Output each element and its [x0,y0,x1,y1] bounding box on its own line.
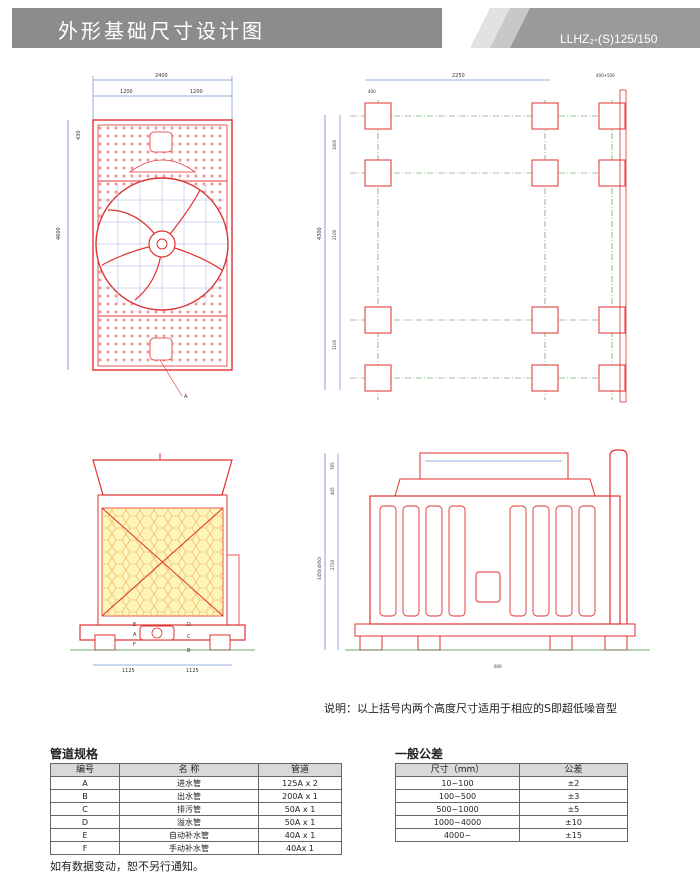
cell-size: 500~1000 [395,802,520,816]
cell-name: 排污管 [119,802,259,816]
tolerance-table: 尺寸（mm） 公差 10~100 ±2 100~500 ±3 500~1000 … [395,763,628,842]
cell-tolerance: ±2 [519,776,628,790]
dim-1000: 1000 [332,139,337,150]
foundation-drawing: 2400 1200 1200 4600 430 [56,73,650,674]
table-row: B 出水管 200A x 1 [50,789,342,803]
dim-4300: 4300 [317,227,323,240]
table-row: 100~500 ±3 [395,789,628,803]
header-bar [12,8,442,48]
foundation-plan: 2250 400 400+500 1000 4300 2100 1100 [317,73,627,403]
table-row: A 进水管 125A x 2 [50,776,342,790]
cell-size: 100~500 [395,789,520,803]
cell-pipe: 40A x 1 [258,828,342,842]
cell-size: 4000~ [395,828,520,842]
cell-pipe: 200A x 1 [258,789,342,803]
pipe-spec-title: 管道规格 [50,747,99,761]
dim-1100: 1100 [332,339,337,350]
side-view: 1125 1125 E A F D C B [70,453,255,674]
cell-id: B [50,789,120,803]
dim-765: 765 [330,462,335,470]
dim-4600: 4600 [56,227,62,240]
table-row: 4000~ ±15 [395,828,628,842]
table-header-row: 尺寸（mm） 公差 [395,763,628,777]
table-row: C 排污管 50A x 1 [50,802,342,816]
cell-id: E [50,828,120,842]
cell-tolerance: ±3 [519,789,628,803]
tolerance-title: 一般公差 [395,747,444,761]
col-tolerance: 公差 [519,763,628,777]
table-header-row: 编号 名 称 管道 [50,763,342,777]
label-a: A [184,394,188,400]
dim-430: 430 [76,130,82,140]
cell-size: 10~100 [395,776,520,790]
cell-id: F [50,841,120,855]
dim-2250: 2250 [452,73,465,79]
dim-1125-right: 1125 [186,668,199,674]
dim-600: 600 [494,664,502,669]
page-title: 外形基础尺寸设计图 [58,19,265,43]
drawing-note: 说明：以上括号内两个高度尺寸适用于相应的S即超低噪音型 [324,702,617,715]
dim-2100: 2100 [332,229,337,240]
dim-1200-right: 1200 [190,89,203,95]
table-row: E 自动补水管 40A x 1 [50,828,342,842]
cell-pipe: 50A x 1 [258,802,342,816]
table-row: 1000~4000 ±10 [395,815,628,829]
model-strip [470,8,700,48]
table-row: 10~100 ±2 [395,776,628,790]
cell-tolerance: ±15 [519,828,628,842]
table-row: F 手动补水管 40Ax 1 [50,841,342,855]
cell-id: D [50,815,120,829]
label-c: C [187,634,191,640]
dim-400: 400 [368,89,376,94]
cell-id: C [50,802,120,816]
table-row: D 溢水管 50A x 1 [50,815,342,829]
label-f: F [133,642,136,648]
dim-2720: 2720 [330,559,335,570]
dim-3450-4950: 3450(4950) [317,556,322,580]
label-b: B [187,648,191,654]
dim-400-500: 400+500 [596,73,615,78]
cell-name: 出水管 [119,789,259,803]
dim-1200-left: 1200 [120,89,133,95]
cell-id: A [50,776,120,790]
dim-1125-left: 1125 [122,668,135,674]
cell-pipe: 125A x 2 [258,776,342,790]
label-e: E [133,622,136,628]
label-d: D [187,622,191,628]
dim-405: 405 [330,487,335,495]
cell-pipe: 50A x 1 [258,815,342,829]
cell-tolerance: ±5 [519,802,628,816]
col-pipe: 管道 [258,763,342,777]
pipe-spec-table: 编号 名 称 管道 A 进水管 125A x 2 B 出水管 200A x 1 … [50,763,342,855]
table-row: 500~1000 ±5 [395,802,628,816]
cell-size: 1000~4000 [395,815,520,829]
front-view: 765 405 3450(4950) 2720 600 [317,449,650,669]
col-id: 编号 [50,763,120,777]
footer-note: 如有数据变动，恕不另行通知。 [50,860,204,873]
cell-name: 溢水管 [119,815,259,829]
model-label: LLHZ₂-(S)125/150 [560,32,658,46]
dim-2400: 2400 [155,73,168,79]
cell-tolerance: ±10 [519,815,628,829]
cell-name: 手动补水管 [119,841,259,855]
top-view: 2400 1200 1200 4600 430 [56,73,233,400]
label-a2: A [133,632,137,638]
col-size: 尺寸（mm） [395,763,520,777]
cell-name: 自动补水管 [119,828,259,842]
cell-name: 进水管 [119,776,259,790]
cell-pipe: 40Ax 1 [258,841,342,855]
col-name: 名 称 [119,763,259,777]
